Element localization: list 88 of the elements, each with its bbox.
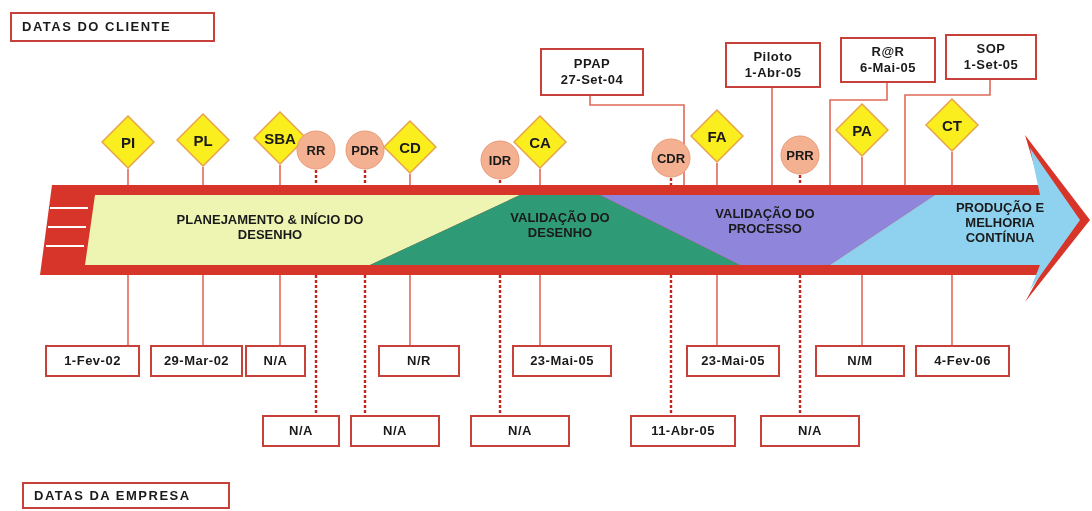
- date-box: [45, 345, 140, 377]
- date-box: [630, 415, 736, 447]
- callout-text: 27-Set-04: [560, 72, 624, 88]
- connector-line: [127, 168, 129, 186]
- leader-line: [771, 87, 773, 186]
- date-box: [245, 345, 306, 377]
- date-box: [686, 345, 780, 377]
- milestone-label: PDR: [351, 142, 379, 158]
- connector-line: [861, 274, 863, 346]
- connector-line: [669, 178, 673, 185]
- callout-box: [945, 34, 1037, 80]
- connector-line: [861, 156, 863, 186]
- connector-line: [127, 274, 129, 346]
- milestone-label: CD: [399, 138, 421, 156]
- milestone-label: IDR: [488, 152, 512, 168]
- section-title: DATAS DO CLIENTE: [22, 19, 172, 35]
- milestone-label: CDR: [656, 150, 686, 166]
- date-text: N/A: [289, 423, 313, 439]
- date-text: 11-Abr-05: [651, 423, 715, 439]
- leader-line: [904, 79, 991, 186]
- connector-line: [409, 173, 411, 186]
- connector-line: [314, 275, 318, 415]
- date-text: N/A: [263, 353, 288, 369]
- connector-line: [279, 164, 281, 186]
- date-box: [150, 345, 243, 377]
- section-title: DATAS DA EMPRESA: [34, 487, 191, 504]
- phase-label: VALIDAÇÃO DO PROCESSO: [714, 206, 816, 236]
- callout-box: [540, 48, 644, 96]
- callout-text: PPAP: [573, 56, 611, 72]
- milestone-label: PL: [193, 131, 213, 149]
- connector-line: [798, 175, 802, 185]
- milestone-label: SBA: [264, 129, 296, 147]
- connector-line: [202, 166, 204, 186]
- callout-box: [725, 42, 821, 88]
- milestone-label: CT: [942, 116, 962, 134]
- date-text: 4-Fev-06: [934, 353, 991, 369]
- callout-text: R@R: [871, 44, 905, 60]
- connector-line: [314, 170, 318, 185]
- connector-line: [363, 170, 367, 185]
- milestone-label: CA: [529, 133, 551, 151]
- connector-line: [798, 275, 802, 415]
- callout-text: 1-Abr-05: [744, 65, 802, 81]
- date-box: [915, 345, 1010, 377]
- date-text: 1-Fev-02: [64, 353, 121, 369]
- milestone-label: PA: [852, 121, 872, 139]
- date-box: [760, 415, 860, 447]
- date-text: N/A: [383, 423, 407, 439]
- section-header-box: [22, 482, 230, 509]
- connector-line: [279, 274, 281, 346]
- connector-line: [363, 275, 367, 415]
- milestone-label: PRR: [786, 147, 814, 163]
- phase-label: PRODUÇÃO E MELHORIA CONTÍNUA: [954, 200, 1046, 245]
- section-header-box: [10, 12, 215, 42]
- connector-line: [951, 274, 953, 346]
- connector-line: [669, 275, 673, 415]
- callout-box: [840, 37, 936, 83]
- connector-line: [202, 274, 204, 346]
- callout-text: 6-Mai-05: [860, 60, 916, 76]
- milestone-label: RR: [306, 142, 326, 158]
- date-text: N/R: [407, 353, 431, 369]
- phase-label: VALIDAÇÃO DO DESENHO: [509, 210, 611, 240]
- date-box: [512, 345, 612, 377]
- date-box: [378, 345, 460, 377]
- connector-line: [716, 162, 718, 186]
- connector-line: [951, 151, 953, 186]
- milestone-label: PI: [120, 133, 136, 151]
- callout-text: 1-Set-05: [963, 57, 1019, 73]
- date-text: 23-Mai-05: [530, 353, 594, 369]
- connector-line: [539, 274, 541, 346]
- leader-line: [829, 82, 888, 186]
- connector-line: [409, 274, 411, 346]
- date-text: N/A: [798, 423, 822, 439]
- connector-line: [498, 180, 502, 185]
- date-box: [350, 415, 440, 447]
- connector-line: [539, 168, 541, 186]
- connector-line: [716, 274, 718, 346]
- callout-text: SOP: [976, 41, 1006, 57]
- connector-line: [498, 275, 502, 415]
- milestone-label: FA: [707, 127, 727, 145]
- date-box: [815, 345, 905, 377]
- phase-label: PLANEJAMENTO & INÍCIO DO DESENHO: [175, 212, 365, 242]
- callout-text: Piloto: [753, 49, 793, 65]
- date-box: [470, 415, 570, 447]
- date-box: [262, 415, 340, 447]
- date-text: 29-Mar-02: [163, 353, 230, 369]
- date-text: 23-Mai-05: [701, 353, 765, 369]
- date-text: N/M: [847, 353, 873, 369]
- date-text: N/A: [508, 423, 532, 439]
